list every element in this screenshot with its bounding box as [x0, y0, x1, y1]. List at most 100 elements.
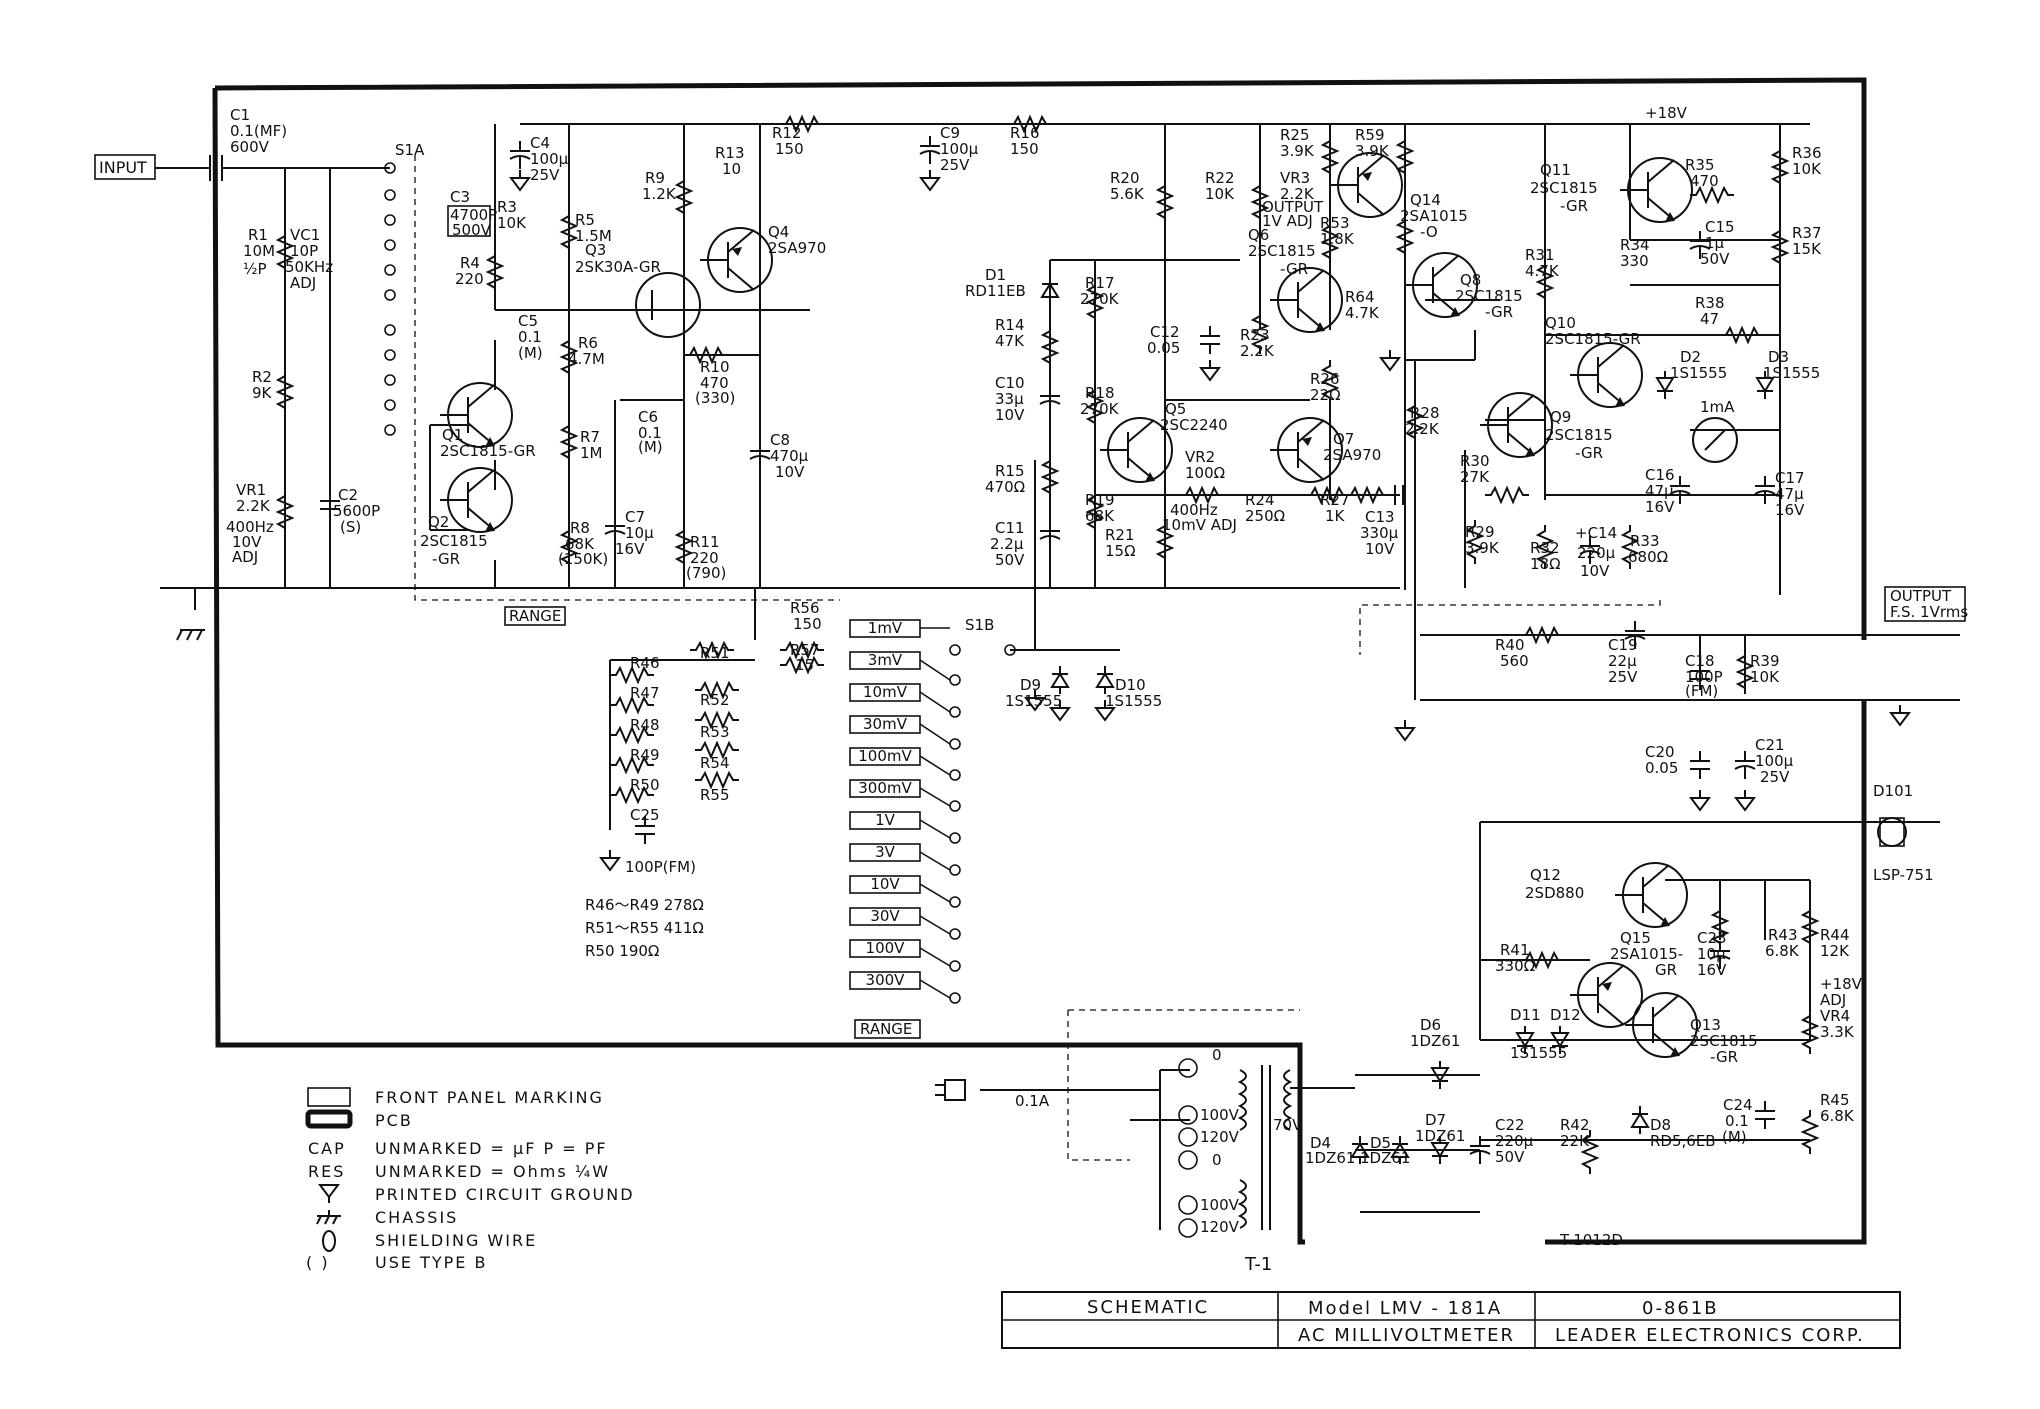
r38-value: 47 — [1700, 310, 1719, 328]
vr4-supply: +18V — [1820, 975, 1863, 993]
r13-label: R13 — [715, 144, 745, 162]
c22-value: 220μ — [1495, 1132, 1534, 1150]
components — [176, 116, 1910, 1238]
c22-voltage: 50V — [1495, 1148, 1525, 1166]
c12-value: 0.05 — [1147, 339, 1180, 357]
legend-sym-cap: CAP — [308, 1139, 346, 1158]
d7-label: D7 — [1425, 1111, 1446, 1129]
range-markings: 1mV 3mV 10mV 30mV 100mV 300mV 1V 3V 10V … — [849, 619, 951, 999]
vr1-label: VR1 — [236, 481, 266, 499]
r19-label: R19 — [1085, 491, 1115, 509]
c19-label: C19 — [1608, 636, 1638, 654]
q10-part: 2SC1815-GR — [1545, 330, 1641, 348]
range-1mv: 1mV — [868, 619, 903, 637]
d2-part: 1S1555 — [1670, 364, 1727, 382]
c12-label: C12 — [1150, 323, 1180, 341]
title-schematic: SCHEMATIC — [1087, 1297, 1209, 1318]
note-r46-r49: R46～R49 278Ω — [585, 896, 704, 914]
d11-part: 1S1555 — [1510, 1044, 1567, 1062]
c1-label: C1 — [230, 106, 250, 124]
r16-label: R16 — [1010, 124, 1040, 142]
r42-label: R42 — [1560, 1116, 1590, 1134]
c8-value: 470μ — [770, 447, 809, 465]
r18-label: R18 — [1085, 384, 1115, 402]
q13-grade: -GR — [1710, 1048, 1738, 1066]
r10-value: 470 — [700, 374, 729, 392]
r10-label: R10 — [700, 358, 730, 376]
r14-label: R14 — [995, 316, 1025, 334]
d10-label: D10 — [1115, 676, 1146, 694]
legend-sym-res: RES — [308, 1162, 345, 1181]
r16-value: 150 — [1010, 140, 1039, 158]
vc1-label: VC1 — [290, 226, 320, 244]
c19-voltage: 25V — [1608, 668, 1638, 686]
r44-label: R44 — [1820, 926, 1850, 944]
r48-label: R48 — [630, 716, 660, 734]
vr1-freq: 400Hz — [226, 518, 274, 536]
q6-label: Q6 — [1248, 226, 1269, 244]
c13-value: 330μ — [1360, 524, 1399, 542]
d5-part: 1DZ61 — [1360, 1149, 1410, 1167]
vr2-freq: 400Hz — [1170, 501, 1218, 519]
q6-part: 2SC1815 — [1248, 242, 1316, 260]
range-30mv: 30mV — [863, 715, 908, 733]
range-10v: 10V — [870, 875, 900, 893]
d3-part: 1S1555 — [1763, 364, 1820, 382]
r27-value: 1K — [1325, 507, 1346, 525]
vr3-value: 2.2K — [1280, 185, 1315, 203]
r45-value: 6.8K — [1820, 1107, 1855, 1125]
q14-part: 2SA1015 — [1400, 207, 1468, 225]
d1-label: D1 — [985, 266, 1006, 284]
note-r50: R50 190Ω — [585, 942, 659, 960]
q3-label: Q3 — [585, 241, 606, 259]
r33-value: 680Ω — [1628, 548, 1668, 566]
r8-value: 68K — [565, 535, 595, 553]
vr3-label: VR3 — [1280, 169, 1310, 187]
q9-grade: -GR — [1575, 444, 1603, 462]
vr1-adj: ADJ — [232, 548, 258, 566]
vr3-output: OUTPUT — [1262, 198, 1324, 216]
c22-label: C22 — [1495, 1116, 1525, 1134]
shielding-wires — [414, 155, 1661, 1161]
d101-part: LSP-751 — [1873, 866, 1934, 884]
r40-value: 560 — [1500, 652, 1529, 670]
r39-value: 10K — [1750, 668, 1780, 686]
d1-part: RD11EB — [965, 282, 1026, 300]
s1b-label: S1B — [965, 616, 994, 634]
r59-label: R59 — [1355, 126, 1385, 144]
q15-part: 2SA1015- — [1610, 945, 1683, 963]
c20-value: 0.05 — [1645, 759, 1678, 777]
r4-value: 220 — [455, 270, 484, 288]
r35-value: 470 — [1690, 172, 1719, 190]
r52-label: R52 — [700, 691, 730, 709]
vr1-volt: 10V — [232, 533, 262, 551]
q2-label: Q2 — [428, 513, 449, 531]
legend-res: UNMARKED = Ohms ¼W — [375, 1162, 610, 1181]
q5-label: Q5 — [1165, 400, 1186, 418]
c25-value: 100P(FM) — [625, 858, 696, 876]
c21-label: C21 — [1755, 736, 1785, 754]
r45-label: R45 — [1820, 1091, 1850, 1109]
r26-label: R26 — [1310, 370, 1340, 388]
r44-value: 12K — [1820, 942, 1850, 960]
vr2-value: 100Ω — [1185, 464, 1225, 482]
tap-100-a: 100V — [1200, 1106, 1240, 1124]
q11-label: Q11 — [1540, 161, 1571, 179]
c3-value: 4700P — [450, 206, 497, 224]
tap-120-b: 120V — [1200, 1218, 1240, 1236]
r1-power: ½P — [243, 260, 267, 278]
c8-label: C8 — [770, 431, 790, 449]
c5-label: C5 — [518, 312, 538, 330]
transformer-label: T-1 — [1244, 1254, 1272, 1275]
r10-alt: (330) — [695, 389, 735, 407]
d101-label: D101 — [1873, 782, 1913, 800]
r47-label: R47 — [630, 684, 660, 702]
pcb-icon — [305, 1109, 353, 1129]
c11-label: C11 — [995, 519, 1025, 537]
c18-type: (FM) — [1685, 682, 1718, 700]
r42-value: 22K — [1560, 1132, 1590, 1150]
q15-label: Q15 — [1620, 929, 1651, 947]
tap-120-a: 120V — [1200, 1128, 1240, 1146]
c6-label: C6 — [638, 408, 658, 426]
r21-value: 15Ω — [1105, 542, 1136, 560]
